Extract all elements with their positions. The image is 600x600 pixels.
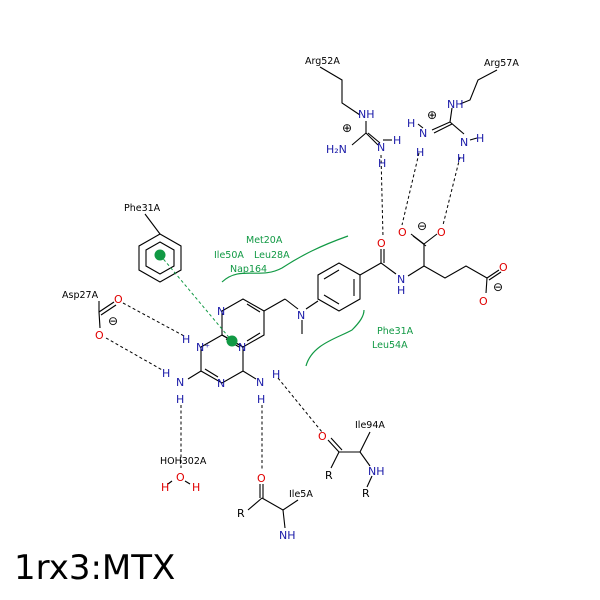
atom-o-alpha-carboxylate-b: O <box>437 226 446 239</box>
hydrophobic-contacts <box>154 235 365 367</box>
atom-n-arg57-a: N <box>419 127 427 140</box>
atom-nh-arg52: NH <box>358 108 375 121</box>
atom-o-gamma-carboxylate-b: O <box>479 295 488 308</box>
atom-h-water-b: H <box>192 481 200 494</box>
atom-o-ile94: O <box>318 430 327 443</box>
ring-centroid-marker <box>226 335 238 347</box>
atom-h-arg57-b: H <box>416 146 424 159</box>
atom-h2n-arg52: H₂N <box>326 143 347 156</box>
atom-o-amide: O <box>377 237 386 250</box>
charge-plus-arg52: ⊕ <box>342 121 352 135</box>
diagram-title: 1rx3:MTX <box>14 548 176 588</box>
residue-label-met20: Met20A <box>246 235 283 246</box>
residue-label-arg52: Arg52A <box>305 56 340 67</box>
atom-h-arg57-c: H <box>476 132 484 145</box>
atom-n-pyrazine-1: N <box>217 305 225 318</box>
atom-h-amino-left-a: H <box>162 367 170 380</box>
residue-label-arg57: Arg57A <box>484 58 519 69</box>
atom-h-nplus: H <box>182 333 190 346</box>
atom-h-amino-left-b: H <box>176 393 184 406</box>
charge-minus-alpha: ⊖ <box>417 219 427 233</box>
atom-r-ile5: R <box>237 507 245 520</box>
ring-centroid-marker <box>154 249 166 261</box>
residue-label-phe31-top: Phe31A <box>124 203 161 214</box>
residue-label-phe31-lower: Phe31A <box>377 326 414 337</box>
atom-n-arg57-b: N <box>460 136 468 149</box>
atom-h-arg57-a: H <box>407 117 415 130</box>
atom-n-pyrimidine-3: N <box>217 377 225 390</box>
atom-n-arg52: N <box>377 141 385 154</box>
atom-o-ile5: O <box>257 472 266 485</box>
atom-nh-arg57: NH <box>447 98 464 111</box>
atom-n-amino-left: N <box>176 376 184 389</box>
atom-h-arg57-d: H <box>457 152 465 165</box>
atom-o-asp27-b: O <box>95 329 104 342</box>
residue-labels: Arg52A Arg57A Phe31A Asp27A Met20A Ile50… <box>62 56 519 500</box>
atom-h-amino-right-b: H <box>257 393 265 406</box>
hydrophobic-arc-lower <box>305 309 365 367</box>
residue-label-ile5: Ile5A <box>289 489 313 500</box>
hydrogen-bonds <box>105 152 461 470</box>
residue-label-leu54: Leu54A <box>372 340 408 351</box>
residue-label-leu28: Leu28A <box>254 250 290 261</box>
atom-h-amide: H <box>397 284 405 297</box>
atom-nplus-pteridine: N⁺ <box>196 341 210 354</box>
residue-label-asp27: Asp27A <box>62 290 99 301</box>
atom-nh-ile5: NH <box>279 529 296 542</box>
atom-n-amide: N <box>397 273 405 286</box>
atom-h-arg52-b: H <box>378 157 386 170</box>
atom-r-ile94-b: R <box>362 487 370 500</box>
atom-n-pyrazine-4: N <box>238 341 246 354</box>
charge-minus-gamma: ⊖ <box>493 280 503 294</box>
atom-h-water-a: H <box>161 481 169 494</box>
charge-plus-arg57: ⊕ <box>427 108 437 122</box>
charge-minus-asp27: ⊖ <box>108 314 118 328</box>
atom-n-amino-right: N <box>256 376 264 389</box>
residue-label-ile94: Ile94A <box>355 420 385 431</box>
atom-h-arg52-a: H <box>393 134 401 147</box>
hydrophobic-arc-upper <box>221 235 349 283</box>
atom-o-water: O <box>176 471 185 484</box>
atom-o-gamma-carboxylate-a: O <box>499 261 508 274</box>
residue-label-ile50: Ile50A <box>214 250 244 261</box>
residue-label-nap164: Nap164 <box>230 264 267 275</box>
pi-stacking-line <box>159 254 233 342</box>
atom-n-methyl: N <box>297 309 305 322</box>
residue-label-hoh302: HOH302A <box>160 456 207 467</box>
atom-o-asp27-a: O <box>114 293 123 306</box>
atom-nh-ile94: NH <box>368 465 385 478</box>
atom-o-alpha-carboxylate-a: O <box>398 226 407 239</box>
atom-labels: NH H₂N N H H ⊕ NH H N H N H H ⊕ O O ⊖ N … <box>95 98 508 542</box>
atom-r-ile94-a: R <box>325 469 333 482</box>
atom-h-amino-right-a: H <box>272 368 280 381</box>
